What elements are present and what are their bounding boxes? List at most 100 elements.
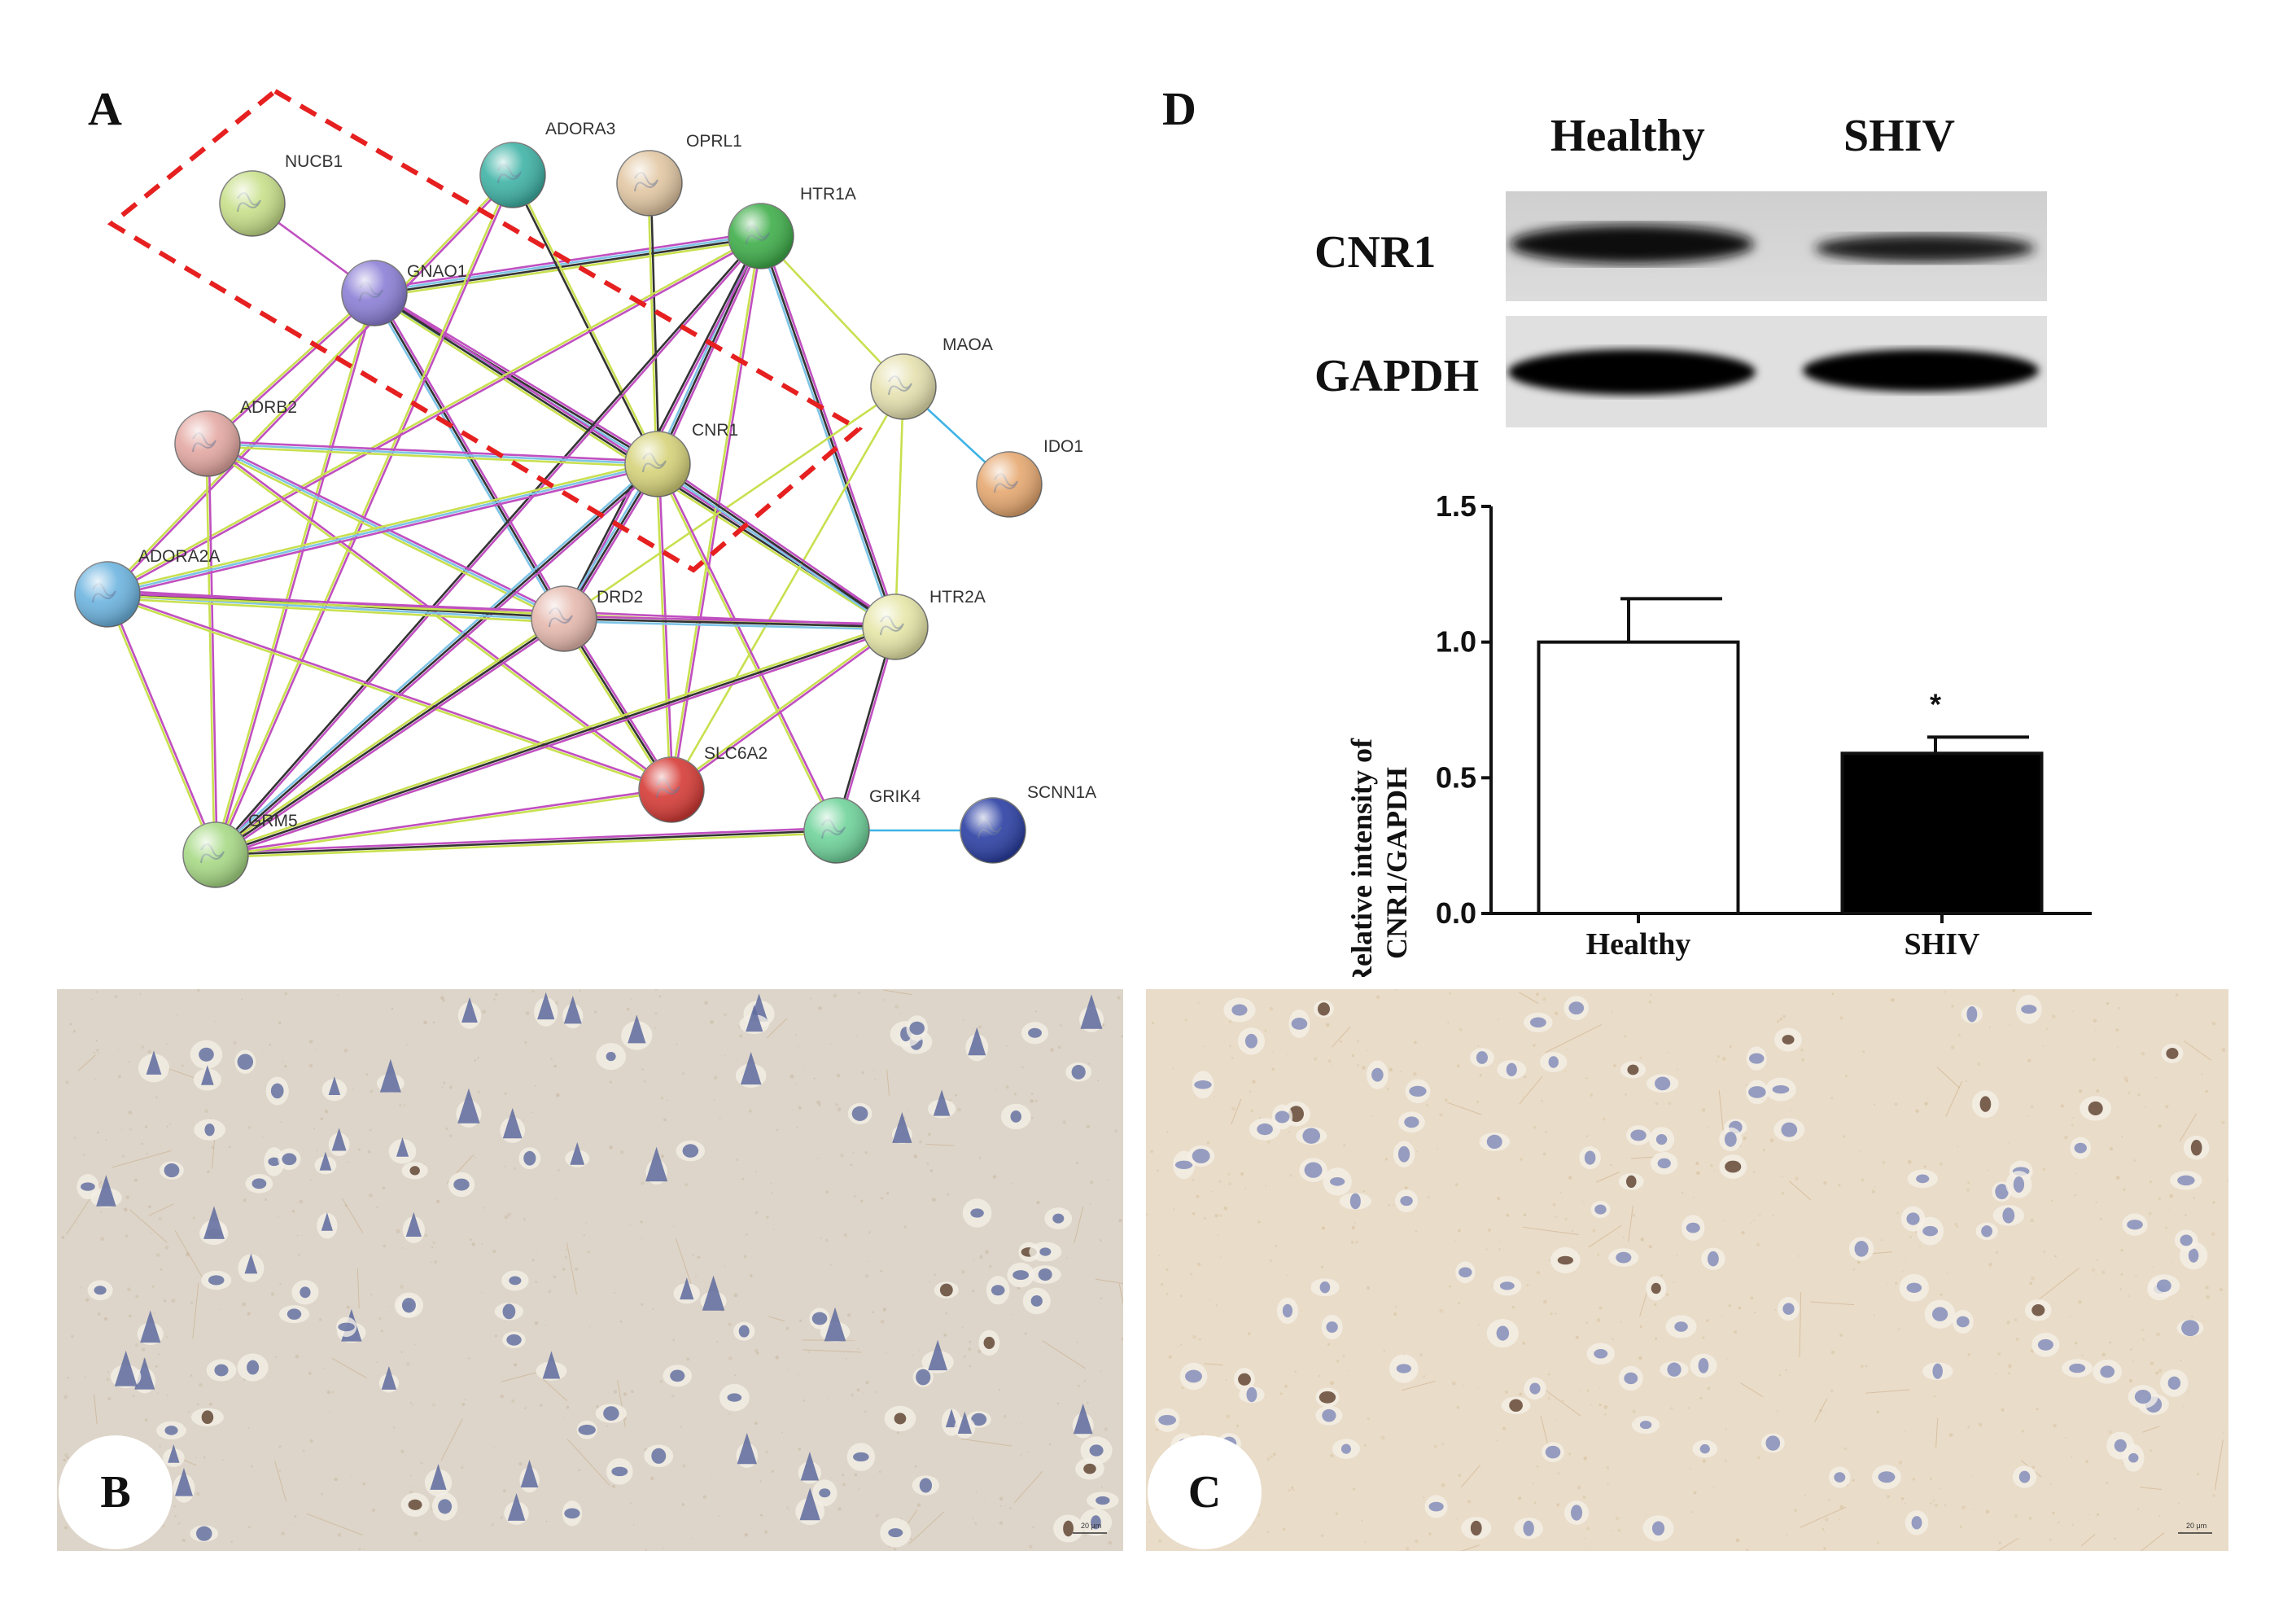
tissue-cell <box>1829 1466 1851 1488</box>
tissue-cell <box>606 1458 633 1485</box>
tissue-cell <box>1774 1027 1802 1052</box>
blot-row-label-gapdh: GAPDH <box>1314 351 1480 401</box>
tissue-cell <box>2123 1443 2145 1472</box>
tissue-cell <box>1486 1318 1519 1348</box>
tissue-cell <box>457 997 482 1029</box>
tissue-cell <box>565 1141 590 1167</box>
tissue-cell <box>846 1443 876 1471</box>
tissue-cell <box>2024 1299 2052 1321</box>
edge-htr2a-grm5 <box>214 623 897 859</box>
node-adora2a: ADORA2A <box>74 547 220 628</box>
tissue-cell <box>2015 994 2042 1024</box>
tissue-cell <box>504 1493 529 1525</box>
panel-label-b: B <box>59 1435 173 1549</box>
tissue-cell <box>77 1174 99 1200</box>
edge-maoa-slc6a2 <box>670 386 905 791</box>
tissue-cell <box>1924 1299 1956 1329</box>
tissue-cell <box>190 1525 219 1542</box>
tissue-cell <box>519 1460 540 1493</box>
node-label-htr1a: HTR1A <box>800 185 856 204</box>
node-nucb1: NUCB1 <box>219 152 343 237</box>
tissue-cell <box>891 1111 912 1144</box>
tissue-cell <box>1187 1145 1215 1167</box>
scale-bar-label: 20 μm <box>2186 1522 2206 1530</box>
tissue-cell <box>962 1198 992 1228</box>
edge-adora3-cnr1 <box>510 173 660 466</box>
tissue-cell <box>1315 1387 1340 1408</box>
tissue-cell <box>739 1004 769 1034</box>
node-label-grm5: GRM5 <box>248 812 298 830</box>
edge-adora2a-slc6a2 <box>107 592 672 792</box>
edge-cnr1-htr2a <box>655 461 898 630</box>
highlight-box <box>107 88 864 573</box>
tissue-cell <box>193 1065 221 1091</box>
tissue-cell <box>1905 1510 1929 1535</box>
tissue-cell <box>1625 1125 1651 1145</box>
tissue-cell <box>394 1292 424 1318</box>
tissue-cell <box>1065 1062 1092 1082</box>
tissue-cell <box>1493 1276 1522 1296</box>
tissue-cell <box>1007 1262 1034 1288</box>
node-oprl1: OPRL1 <box>616 132 742 217</box>
tissue-cell <box>328 1128 350 1157</box>
tissue-cell <box>1848 1237 1874 1261</box>
node-label-scnn1a: SCNN1A <box>1027 783 1096 802</box>
scale-bar: 20 μm <box>1073 1522 1107 1534</box>
node-cnr1: CNR1 <box>624 421 738 497</box>
node-htr1a: HTR1A <box>728 185 856 269</box>
tissue-cell <box>1648 1127 1675 1152</box>
tissue-cell <box>1952 1309 1974 1334</box>
tissue-cell <box>156 1421 186 1440</box>
tissue-cell <box>1646 1276 1667 1301</box>
tissue-cell <box>424 1464 453 1496</box>
tissue-cell <box>501 1270 529 1291</box>
tissue-cell <box>2012 1465 2037 1488</box>
tissue-cell <box>1660 1360 1689 1378</box>
tissue-cell <box>518 1147 541 1170</box>
tissue-cell <box>190 1408 224 1427</box>
node-label-drd2: DRD2 <box>597 588 643 607</box>
tissue-cell <box>733 1321 755 1341</box>
edge-htr2a-grik4 <box>834 626 898 831</box>
tissue-cell <box>700 1275 727 1311</box>
y-tick-label: 0.5 <box>1436 760 1476 794</box>
edge-htr1a-adora2a <box>106 234 763 597</box>
node-scnn1a: SCNN1A <box>960 783 1096 864</box>
edge-maoa-drd2 <box>563 385 904 620</box>
y-tick-label: 1.5 <box>1436 489 1476 523</box>
tissue-cell <box>2122 1213 2148 1236</box>
tissue-cell <box>378 1365 400 1393</box>
node-gnao1: GNAO1 <box>341 260 467 326</box>
edge-htr1a-htr2a <box>757 234 899 629</box>
tissue-cell <box>245 1174 273 1194</box>
tissue-cell <box>1455 1261 1476 1284</box>
tissue-cell <box>388 1137 417 1164</box>
node-label-htr2a: HTR2A <box>929 588 986 607</box>
tissue-cell <box>1899 1273 1930 1302</box>
tissue-cell <box>110 1351 142 1389</box>
tissue-cell <box>2176 1319 2204 1337</box>
tissue-cell <box>1323 1167 1352 1196</box>
tissue-cell <box>596 1043 626 1071</box>
tissue-cell <box>1288 1009 1310 1038</box>
tissue-cell <box>1072 1403 1094 1439</box>
tissue-cell <box>1550 1246 1581 1274</box>
tissue-cell <box>1907 1169 1938 1189</box>
tissue-cell <box>400 1492 430 1517</box>
tissue-cell <box>562 996 584 1029</box>
tissue-cell <box>2080 1096 2112 1121</box>
x-category-label-shiv: SHIV <box>1905 927 1980 962</box>
y-tick-label: 0.0 <box>1436 896 1476 930</box>
tissue-cell <box>1367 1060 1389 1089</box>
tissue-cell <box>1746 1080 1769 1105</box>
tissue-cell <box>809 1308 830 1329</box>
node-grm5: GRM5 <box>182 812 298 888</box>
tissue-cell <box>1021 1022 1049 1045</box>
tissue-cell <box>536 1351 567 1381</box>
tissue-cell <box>278 1305 310 1324</box>
tissue-cell <box>1022 1287 1051 1315</box>
edge-gnao1-adrb2 <box>206 291 376 446</box>
node-label-oprl1: OPRL1 <box>686 132 742 151</box>
node-adrb2: ADRB2 <box>174 398 297 477</box>
tissue-cell <box>1514 1518 1544 1540</box>
